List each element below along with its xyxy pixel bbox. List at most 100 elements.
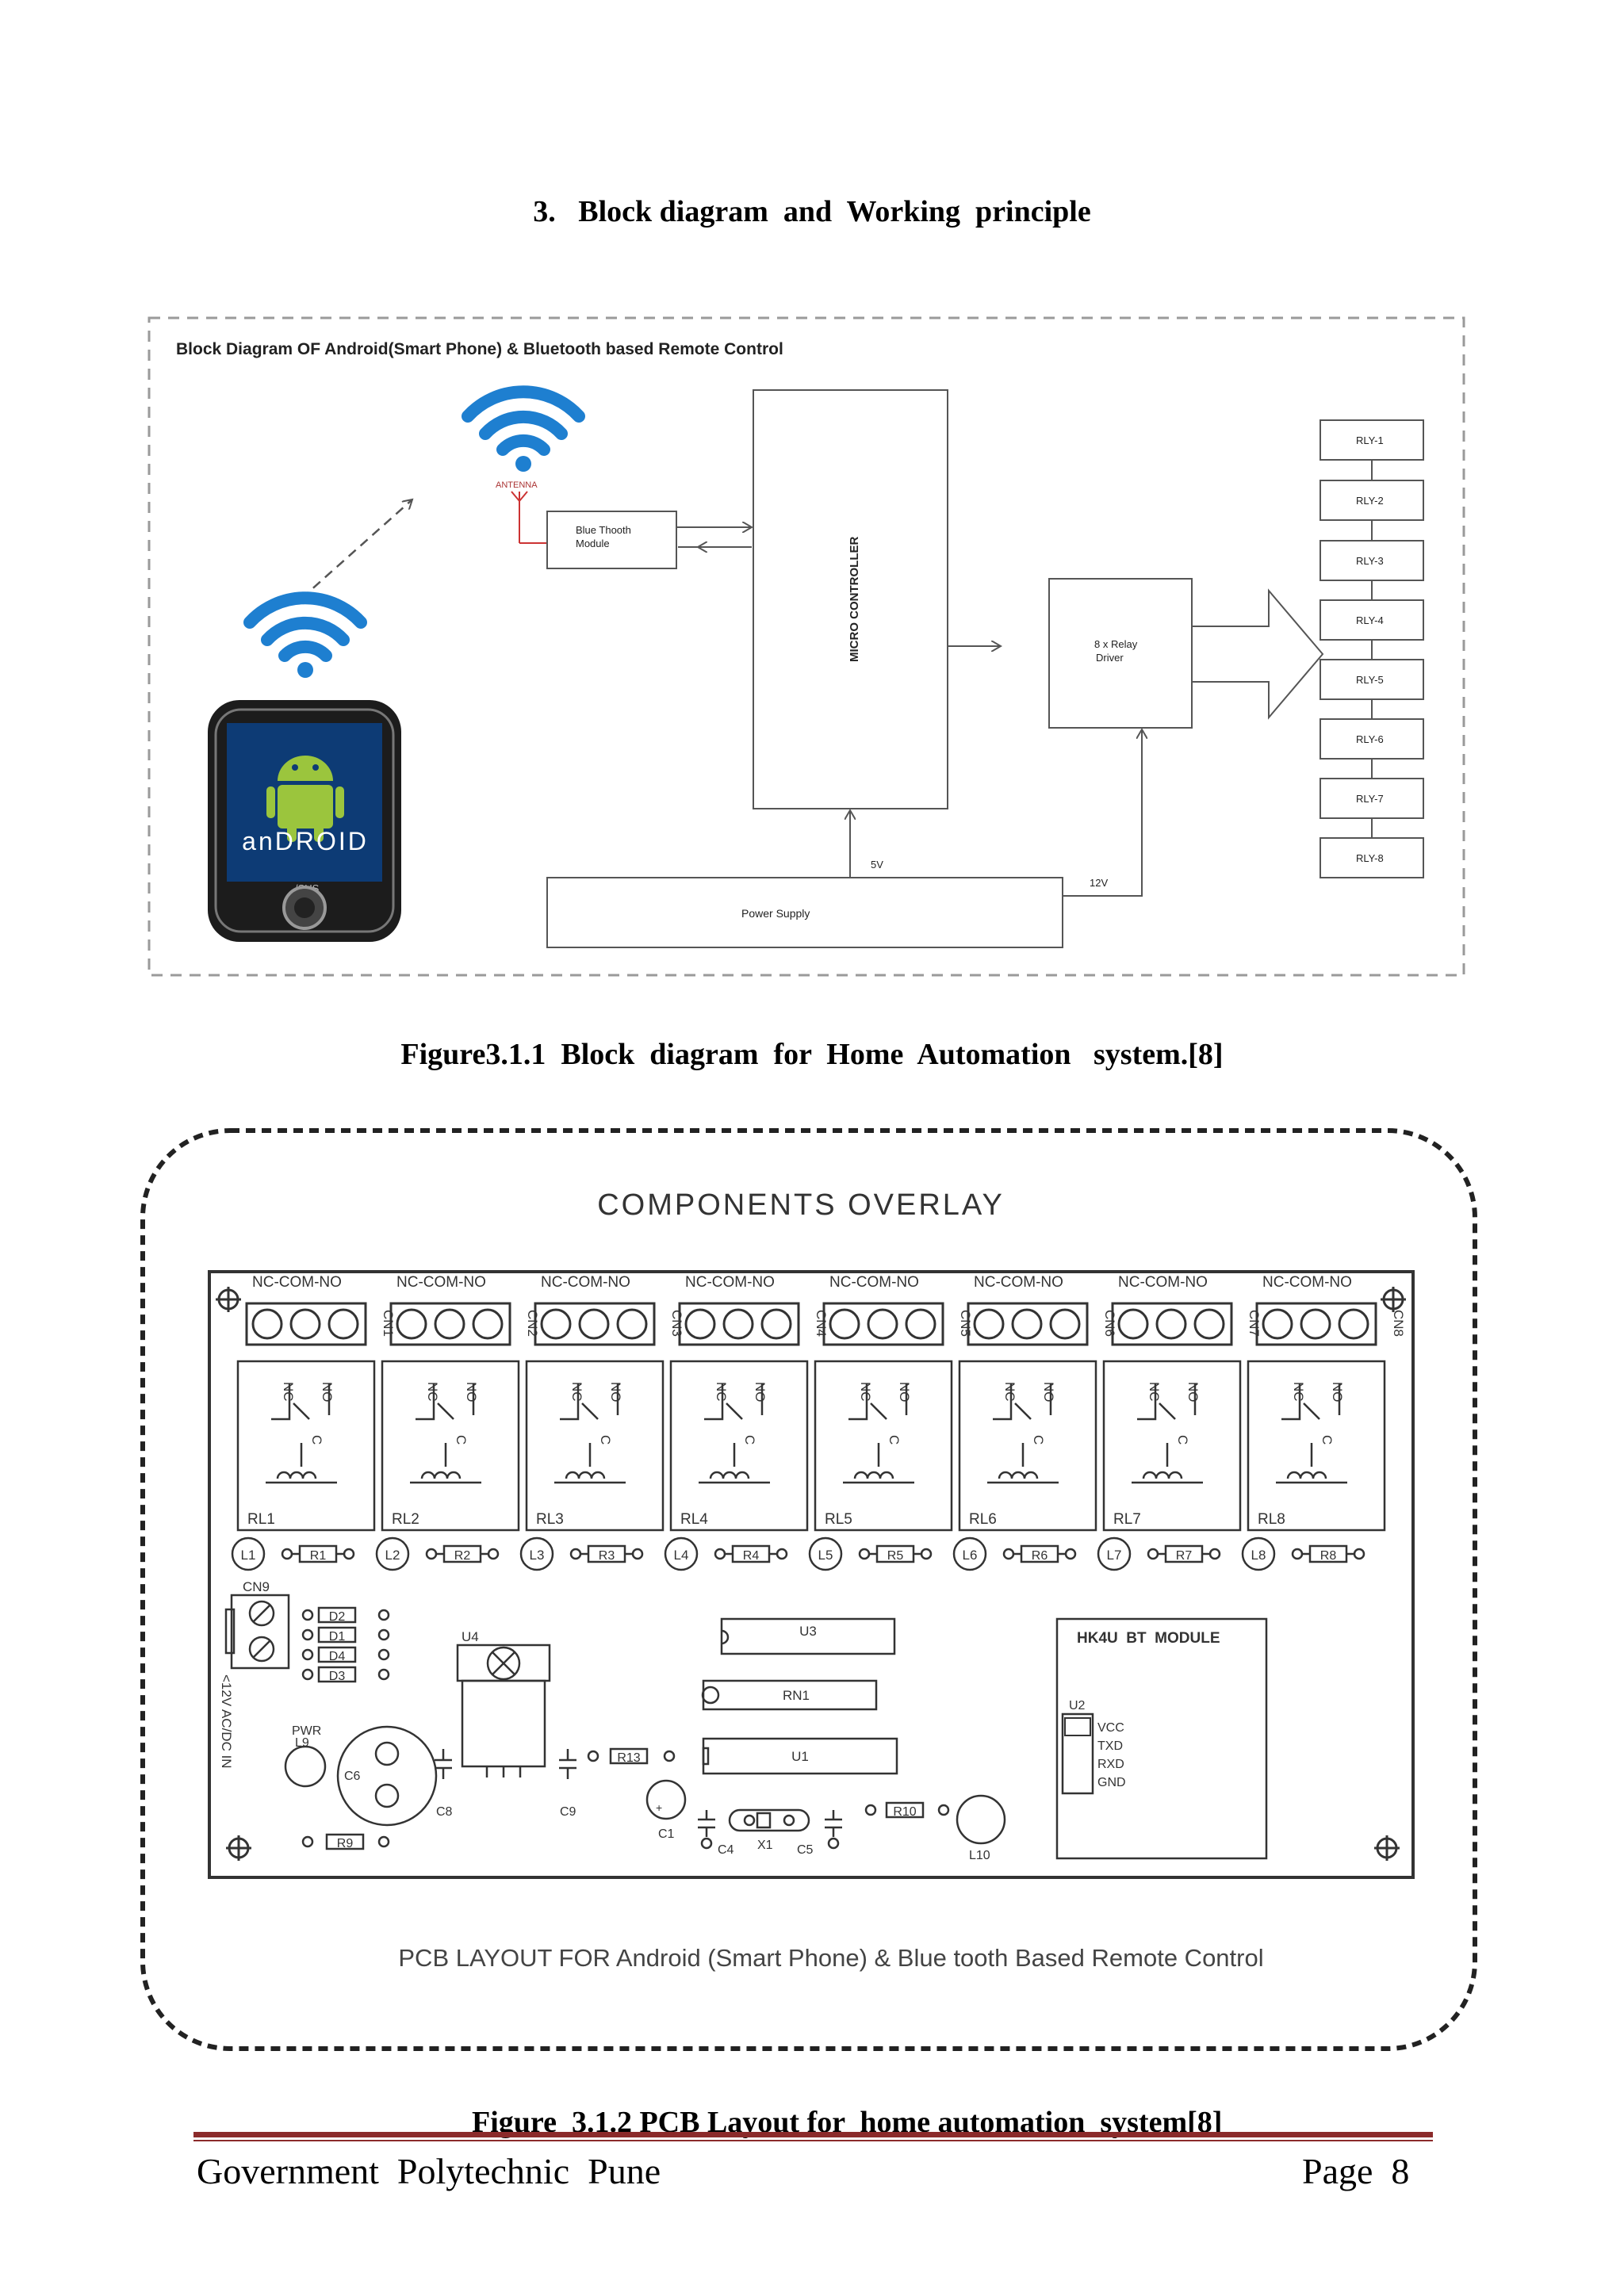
svg-text:C: C xyxy=(598,1435,613,1445)
power-supply-box xyxy=(546,877,1063,948)
svg-text:NC: NC xyxy=(1291,1382,1306,1402)
svg-text:C: C xyxy=(454,1435,469,1445)
svg-text:RL3: RL3 xyxy=(536,1511,564,1528)
svg-text:NC-COM-NO: NC-COM-NO xyxy=(974,1274,1063,1291)
relay-box-8 xyxy=(1320,837,1424,878)
antenna-icon xyxy=(511,491,528,543)
relay-box-1 xyxy=(1320,419,1424,461)
relay-channel-8: NC-COM-NO CN8 NC NO C RL8 L8 R8 xyxy=(1241,1274,1406,1571)
microcontroller-box xyxy=(753,389,948,809)
svg-text:D2: D2 xyxy=(329,1610,346,1624)
svg-text:NC: NC xyxy=(425,1382,440,1402)
pcb-caption: PCB LAYOUT FOR Android (Smart Phone) & B… xyxy=(398,1944,1263,1972)
pcb-layout: COMPONENTS OVERLAY NC-COM-NO CN1 NC NO C… xyxy=(140,1128,1477,2051)
diode-d4: D4 xyxy=(301,1646,390,1663)
relay-box-3 xyxy=(1320,540,1424,581)
relay-label: RLY-2 xyxy=(1356,495,1384,507)
svg-text:+: + xyxy=(656,1801,662,1814)
svg-text:R6: R6 xyxy=(1032,1549,1048,1563)
relay-channel-5: NC-COM-NO CN5 NC NO C RL5 L5 R5 xyxy=(808,1274,973,1571)
diagram-frame xyxy=(147,316,1465,977)
svg-text:NC-COM-NO: NC-COM-NO xyxy=(1118,1274,1208,1291)
svg-text:C: C xyxy=(887,1435,902,1445)
svg-text:RL8: RL8 xyxy=(1258,1511,1285,1528)
relay-channel-7: NC-COM-NO CN7 NC NO C RL7 L7 R7 xyxy=(1097,1274,1262,1571)
svg-text:RL4: RL4 xyxy=(680,1511,708,1528)
svg-text:RL1: RL1 xyxy=(247,1511,275,1528)
svg-text:RL2: RL2 xyxy=(392,1511,419,1528)
svg-text:PWR: PWR xyxy=(292,1724,321,1738)
wifi-top-icon xyxy=(462,385,585,472)
relay-box-5 xyxy=(1320,659,1424,700)
svg-text:anDROID: anDROID xyxy=(242,827,369,855)
svg-text:NC: NC xyxy=(858,1382,873,1402)
svg-text:NO: NO xyxy=(1185,1382,1201,1402)
svg-text:R10: R10 xyxy=(893,1805,916,1819)
power-led-group: PWR L9 C6 R9 xyxy=(284,1724,438,1850)
svg-text:D3: D3 xyxy=(329,1670,346,1683)
svg-text:C4: C4 xyxy=(718,1843,734,1857)
relay-label: RLY-5 xyxy=(1356,674,1384,686)
svg-text:U2: U2 xyxy=(1069,1699,1086,1712)
svg-text:L6: L6 xyxy=(963,1548,978,1563)
android-logo-icon xyxy=(266,756,344,842)
svg-text:U3: U3 xyxy=(799,1624,817,1639)
svg-text:C: C xyxy=(1320,1435,1335,1445)
svg-text:5V: 5V xyxy=(871,859,883,871)
svg-text:D1: D1 xyxy=(329,1630,346,1644)
relay-output-arrow xyxy=(1192,588,1324,720)
svg-text:R8: R8 xyxy=(1320,1549,1337,1563)
svg-text:L4: L4 xyxy=(674,1548,689,1563)
mount-hole-icon xyxy=(216,1287,1406,1861)
svg-text:L7: L7 xyxy=(1107,1548,1122,1563)
svg-text:R2: R2 xyxy=(454,1549,471,1563)
svg-text:NC-COM-NO: NC-COM-NO xyxy=(541,1274,630,1291)
svg-text:Module: Module xyxy=(576,538,610,549)
svg-text:CN3: CN3 xyxy=(669,1310,684,1337)
svg-text:CN4: CN4 xyxy=(814,1310,829,1337)
relay-label: RLY-3 xyxy=(1356,555,1384,567)
svg-text:L8: L8 xyxy=(1251,1548,1266,1563)
relay-label: RLY-7 xyxy=(1356,793,1384,805)
relay-box-4 xyxy=(1320,599,1424,641)
svg-text:12V: 12V xyxy=(1090,877,1108,889)
svg-text:Driver: Driver xyxy=(1096,652,1124,664)
relay-channel-1: NC-COM-NO CN1 NC NO C RL1 L1 R1 xyxy=(231,1274,396,1571)
svg-text:Power Supply: Power Supply xyxy=(741,907,810,920)
svg-text:R9: R9 xyxy=(337,1837,354,1850)
relay-driver-box xyxy=(1048,578,1193,729)
relay-channel-2: NC-COM-NO CN2 NC NO C RL2 L2 R2 xyxy=(375,1274,540,1571)
svg-text:RXD: RXD xyxy=(1097,1758,1124,1771)
svg-text:CN2: CN2 xyxy=(525,1310,540,1337)
relay-label: RLY-4 xyxy=(1356,614,1384,626)
svg-text:L3: L3 xyxy=(530,1548,545,1563)
svg-text:NO: NO xyxy=(464,1382,479,1402)
diode-d1: D1 xyxy=(301,1626,390,1644)
svg-text:R7: R7 xyxy=(1176,1549,1193,1563)
regulator-u4: U4 C8 C9 xyxy=(435,1629,576,1819)
bt-module-footprint: HK4U BT MODULE U2 VCC TXD RXD GND xyxy=(1055,1617,1268,1860)
svg-text:L5: L5 xyxy=(818,1548,833,1563)
wifi-bottom-icon xyxy=(243,591,367,678)
svg-text:R5: R5 xyxy=(887,1549,904,1563)
bt-module-box xyxy=(546,511,677,569)
diagram-title: Block Diagram OF Android(Smart Phone) & … xyxy=(176,340,783,358)
wireless-link xyxy=(301,499,412,599)
svg-text:CN7: CN7 xyxy=(1247,1310,1262,1337)
svg-text:GND: GND xyxy=(1097,1776,1126,1789)
svg-text:NC: NC xyxy=(1147,1382,1162,1402)
svg-text:R1: R1 xyxy=(310,1549,327,1563)
svg-text:RN1: RN1 xyxy=(783,1688,810,1703)
svg-text:NC-COM-NO: NC-COM-NO xyxy=(829,1274,919,1291)
svg-text:HK4U BT MODULE: HK4U BT MODULE xyxy=(1077,1630,1220,1647)
svg-text:RL6: RL6 xyxy=(969,1511,997,1528)
relay-label: RLY-8 xyxy=(1356,852,1384,864)
svg-text:MICRO CONTROLLER: MICRO CONTROLLER xyxy=(848,537,861,662)
relay-channel-3: NC-COM-NO CN3 NC NO C RL3 L3 R3 xyxy=(519,1274,684,1571)
center-ics: U3 RN1 U1 xyxy=(701,1617,898,1775)
svg-text:CN8: CN8 xyxy=(1391,1310,1406,1337)
svg-text:RL7: RL7 xyxy=(1113,1511,1141,1528)
svg-text:U1: U1 xyxy=(791,1749,809,1764)
svg-text:NO: NO xyxy=(1041,1382,1056,1402)
svg-text:VCC: VCC xyxy=(1097,1721,1124,1735)
